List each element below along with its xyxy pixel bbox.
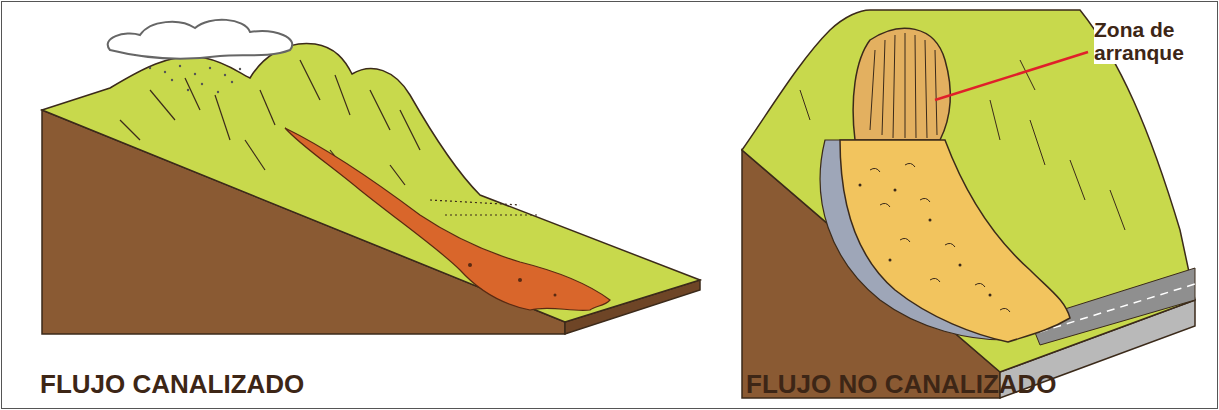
unchannelled-flow-drawing <box>742 10 1195 398</box>
channelled-flow-drawing <box>42 20 700 334</box>
callout-label: Zona de arranque <box>1094 18 1204 64</box>
caption-label: FLUJO NO CANALIZADO <box>746 370 1057 399</box>
caption-label: FLUJO CANALIZADO <box>40 370 304 399</box>
leader-line <box>935 52 1088 100</box>
